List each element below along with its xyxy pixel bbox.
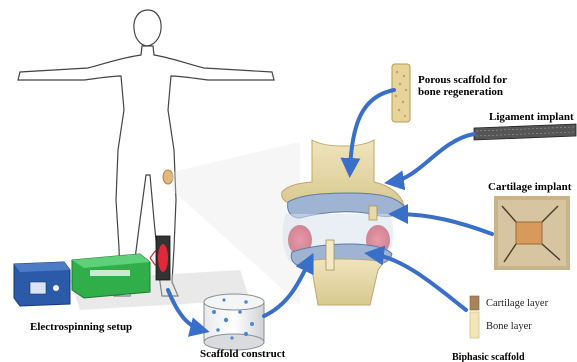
cartilage-layer-swatch xyxy=(470,296,479,310)
knee-highlight-icon xyxy=(163,170,173,184)
ligament-implant-icon xyxy=(474,124,576,140)
scaffold-construct-label: Scaffold construct xyxy=(200,348,285,360)
ligament-implant-label: Ligament implant xyxy=(489,111,574,123)
tibia-bone xyxy=(300,259,384,305)
cartilage-implant-photo xyxy=(494,196,570,270)
scaffold-construct-icon xyxy=(204,294,264,350)
osteochondral-plug xyxy=(326,240,334,270)
electrospinning-setup-label: Electrospinning setup xyxy=(30,321,132,333)
arrow-cartilage-to-joint xyxy=(396,214,492,234)
cartilage-layer-legend: Cartilage layer xyxy=(486,298,548,309)
bone-layer-legend: Bone layer xyxy=(486,321,532,332)
cartilage-implant-label: Cartilage implant xyxy=(488,181,571,193)
bone-layer-swatch xyxy=(470,312,479,338)
arrow-ligament-to-joint xyxy=(392,134,474,182)
arrow-biphasic-to-joint xyxy=(372,254,466,310)
human-body-outline xyxy=(18,10,274,296)
porous-scaffold-label-line2: bone regeneration xyxy=(418,86,503,98)
porous-scaffold-label-line1: Porous scaffold for xyxy=(418,74,507,86)
porous-scaffold-icon xyxy=(392,64,410,122)
cartilage-patch xyxy=(369,206,377,220)
biphasic-scaffold-label: Biphasic scaffold xyxy=(452,352,525,362)
